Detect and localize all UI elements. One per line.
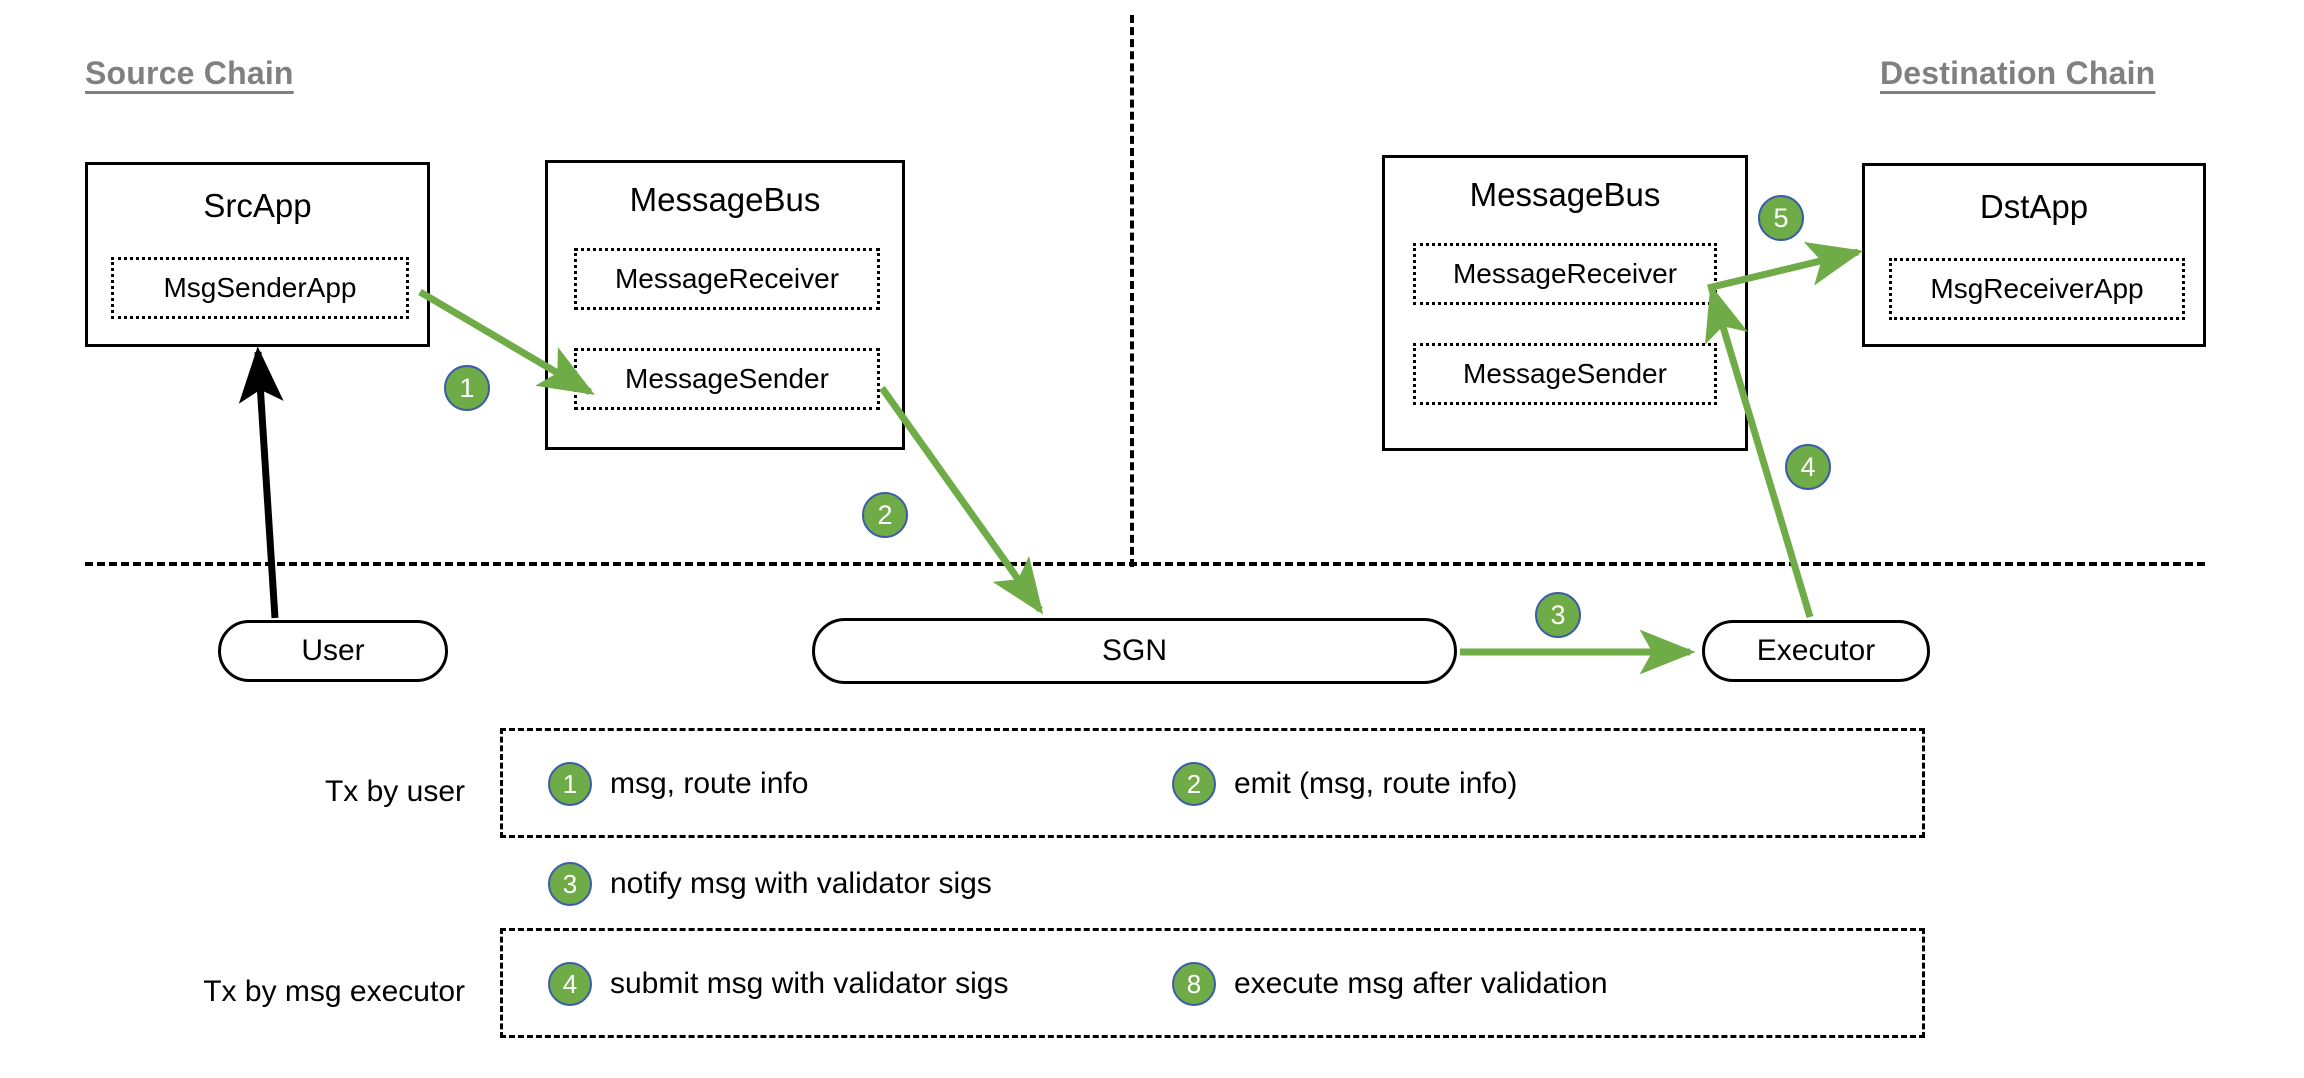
legend-row2-label: Tx by msg executor bbox=[203, 975, 465, 1008]
src-app-box[interactable]: SrcApp MsgSenderApp bbox=[85, 162, 430, 347]
destination-message-bus-box[interactable]: MessageBus MessageReceiver MessageSender bbox=[1382, 155, 1748, 451]
chain-divider-vertical bbox=[1130, 15, 1134, 567]
legend-badge-8: 8 bbox=[1172, 962, 1216, 1006]
legend-text-8: execute msg after validation bbox=[1234, 967, 1608, 1000]
src-app-title: SrcApp bbox=[203, 187, 312, 224]
arrow-user-to-srcapp bbox=[238, 346, 284, 619]
legend-group-tx-by-user bbox=[500, 728, 1925, 838]
executor-pill[interactable]: Executor bbox=[1702, 620, 1930, 682]
badge-step-3: 3 bbox=[1535, 592, 1581, 638]
legend-row1-label: Tx by user bbox=[324, 775, 465, 808]
source-message-bus-title: MessageBus bbox=[629, 181, 821, 218]
destination-message-sender-component[interactable]: MessageSender bbox=[1413, 343, 1717, 405]
onchain-offchain-divider-horizontal bbox=[85, 562, 2205, 566]
destination-chain-heading: Destination Chain bbox=[1880, 55, 2156, 91]
arrow-step2 bbox=[879, 385, 1044, 615]
source-message-bus-box[interactable]: MessageBus MessageReceiver MessageSender bbox=[545, 160, 905, 450]
badge-step-1: 1 bbox=[444, 365, 490, 411]
user-pill[interactable]: User bbox=[218, 620, 448, 682]
legend-badge-3: 3 bbox=[548, 862, 592, 906]
badge-step-4: 4 bbox=[1785, 444, 1831, 490]
legend-item-3: 3 notify msg with validator sigs bbox=[548, 862, 992, 906]
msg-receiver-app-component[interactable]: MsgReceiverApp bbox=[1889, 258, 2185, 320]
legend-text-1: msg, route info bbox=[610, 767, 809, 800]
dst-app-title: DstApp bbox=[1979, 188, 2089, 225]
badge-step-2: 2 bbox=[862, 492, 908, 538]
legend-item-2: 2 emit (msg, route info) bbox=[1172, 762, 1517, 806]
source-message-receiver-component[interactable]: MessageReceiver bbox=[574, 248, 880, 310]
msg-sender-app-component[interactable]: MsgSenderApp bbox=[111, 257, 409, 319]
destination-message-receiver-component[interactable]: MessageReceiver bbox=[1413, 243, 1717, 305]
source-chain-heading: Source Chain bbox=[85, 55, 294, 91]
legend-text-4: submit msg with validator sigs bbox=[610, 967, 1009, 1000]
legend-text-3: notify msg with validator sigs bbox=[610, 867, 992, 900]
legend-item-8: 8 execute msg after validation bbox=[1172, 962, 1608, 1006]
legend-badge-1: 1 bbox=[548, 762, 592, 806]
dst-app-box[interactable]: DstApp MsgReceiverApp bbox=[1862, 163, 2206, 347]
legend-item-1: 1 msg, route info bbox=[548, 762, 808, 806]
legend-item-4: 4 submit msg with validator sigs bbox=[548, 962, 1008, 1006]
badge-step-5: 5 bbox=[1758, 195, 1804, 241]
source-message-sender-component[interactable]: MessageSender bbox=[574, 348, 880, 410]
legend-badge-2: 2 bbox=[1172, 762, 1216, 806]
legend-group-tx-by-msg-executor bbox=[500, 928, 1925, 1038]
legend-text-2: emit (msg, route info) bbox=[1234, 767, 1518, 800]
sgn-pill[interactable]: SGN bbox=[812, 618, 1457, 684]
destination-message-bus-title: MessageBus bbox=[1469, 176, 1661, 213]
legend-badge-4: 4 bbox=[548, 962, 592, 1006]
